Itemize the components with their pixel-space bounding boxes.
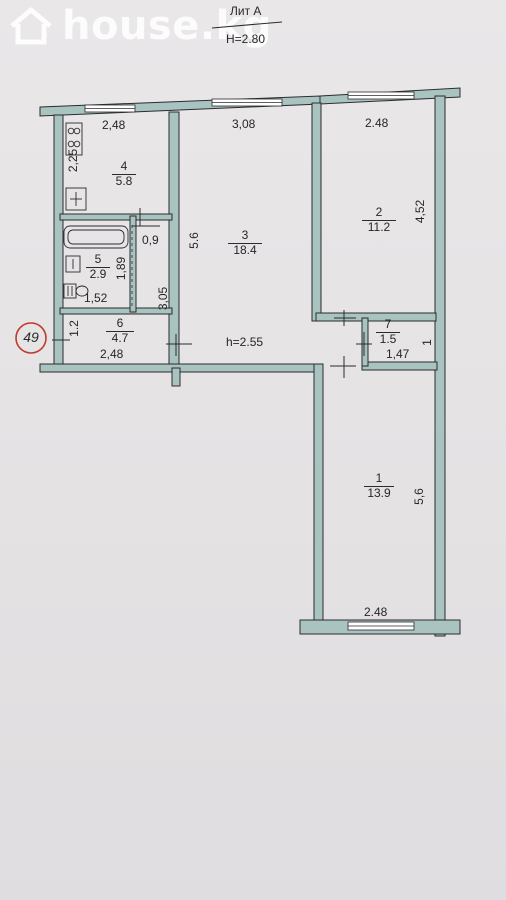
washbasin-icon	[65, 255, 81, 273]
room-3-divider	[228, 243, 262, 244]
stove-icon	[65, 122, 83, 156]
dim-room2-width: 2.48	[365, 116, 389, 130]
wall-room2-bottom	[315, 312, 437, 322]
wall-bath-right	[129, 215, 137, 313]
dim-corridor-depth: 3,05	[156, 286, 171, 311]
room-1-area: 13.9	[367, 486, 391, 500]
unit-marker-label: 49	[23, 329, 39, 345]
room-2-divider	[362, 220, 396, 221]
wall-stub	[171, 367, 181, 387]
room-4-id: 4	[120, 159, 128, 173]
room-2-area: 11.2	[367, 220, 391, 234]
dim-closet-depth: 1	[419, 339, 434, 346]
room-4-divider	[112, 174, 136, 175]
room-7-id: 7	[384, 317, 392, 331]
sink-icon	[65, 187, 87, 211]
room-3-area: 18.4	[233, 243, 257, 257]
wall-closet-bottom	[361, 361, 438, 371]
corridor-height: h=2.55	[226, 335, 264, 349]
title-lit: Лит А	[230, 4, 262, 18]
room-6-area: 4.7	[111, 331, 129, 345]
wall-closet-left	[361, 317, 369, 367]
dim-closet-width: 1,47	[386, 347, 410, 361]
wall-kitchen-room3	[168, 111, 180, 371]
unit-marker-icon	[15, 322, 47, 354]
watermark: house.kg	[8, 3, 272, 49]
dim-room2-depth: 4,52	[413, 199, 428, 224]
wall-left	[53, 114, 64, 369]
dim-room3-width: 3,08	[232, 117, 256, 131]
room-7-divider	[376, 332, 400, 333]
wall-kitchen-bottom	[59, 213, 173, 221]
wall-bath-bottom	[59, 307, 173, 315]
wall-room1-left	[313, 363, 324, 633]
wall-room3-room2	[311, 102, 322, 322]
dim-kitchen-depth: 2,25	[66, 148, 81, 173]
title-underline	[211, 21, 283, 29]
room-5-id: 5	[94, 252, 102, 266]
dim-bath-gap: 0,9	[142, 233, 159, 247]
room-7-area: 1.5	[379, 332, 397, 346]
room-6-id: 6	[116, 316, 124, 330]
room-5-area: 2.9	[89, 267, 107, 281]
dim-bath-depth: 1,89	[114, 256, 129, 281]
house-icon	[10, 7, 52, 45]
dim-room1-depth: 5,6	[411, 488, 426, 505]
room-4-area: 5.8	[115, 174, 133, 188]
dim-hall-depth: 1.2	[66, 320, 81, 337]
dim-hall-width: 2,48	[100, 347, 124, 361]
dim-room1-width: 2.48	[364, 605, 388, 619]
room-1-id: 1	[375, 471, 383, 485]
dim-kitchen-width: 2,48	[102, 118, 126, 132]
dim-bath-width: 1,52	[84, 291, 108, 305]
bathtub-icon	[63, 225, 129, 249]
wall-bottom-left	[39, 363, 323, 373]
title-height: H=2.80	[226, 32, 266, 46]
room-5-divider	[86, 267, 110, 268]
room-3-id: 3	[241, 228, 249, 242]
room-6-divider	[106, 331, 134, 332]
room-1-divider	[364, 486, 394, 487]
room-2-id: 2	[375, 205, 383, 219]
toilet-icon	[63, 283, 89, 299]
dim-room3-depth: 5.6	[186, 232, 201, 249]
